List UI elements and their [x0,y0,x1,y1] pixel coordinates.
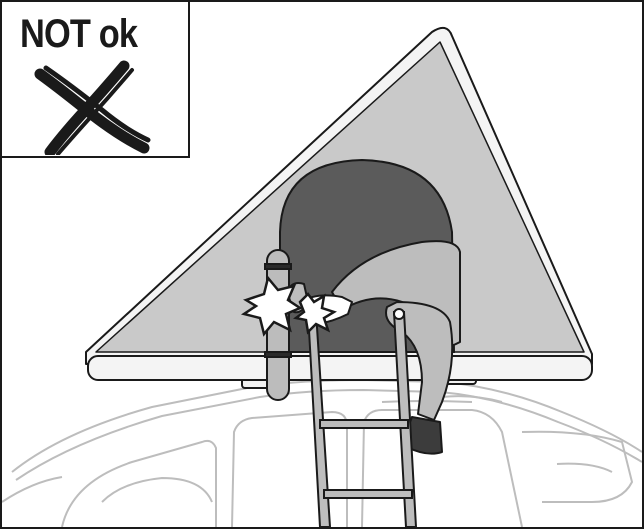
tent-base [88,356,592,380]
not-ok-badge: NOT ok [0,0,190,158]
x-mark-icon [32,60,152,155]
badge-text: NOT ok [20,12,137,57]
